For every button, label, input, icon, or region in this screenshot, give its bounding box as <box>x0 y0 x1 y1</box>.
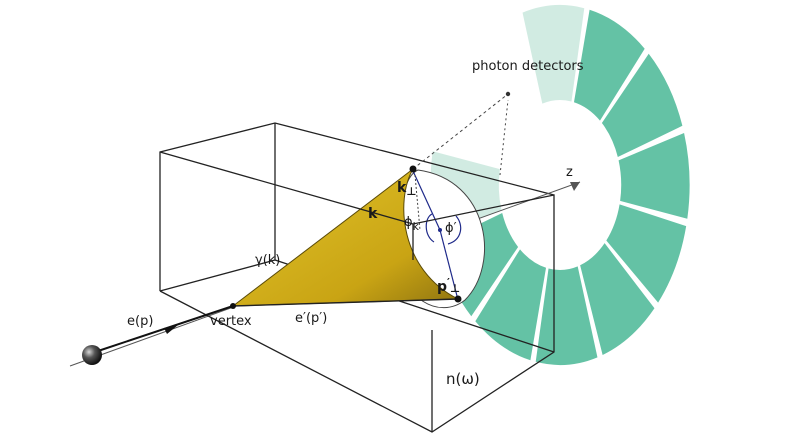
detector-segment <box>522 5 585 104</box>
radiator-box-front <box>159 151 555 433</box>
phi-prime-label: ϕ′ <box>445 221 457 236</box>
incoming-arrowhead <box>164 325 178 334</box>
detectors-label: photon detectors <box>472 59 584 74</box>
p-endpoint <box>454 295 462 303</box>
photon-track <box>412 93 509 170</box>
detector-segment <box>535 266 598 366</box>
k-perp-label: k⊥ <box>397 180 416 198</box>
k-vector-label: k <box>368 206 378 222</box>
detector-segment <box>606 204 687 303</box>
detector-segment <box>618 132 690 219</box>
p-perp-label: p′⊥ <box>437 276 460 295</box>
k-endpoint <box>409 165 417 173</box>
plane-center <box>438 228 442 232</box>
z-axis-arrowhead <box>570 182 580 191</box>
vertex-label: vertex <box>210 314 252 329</box>
detector-segment <box>573 9 645 121</box>
k-perp-guide <box>414 174 421 231</box>
e-p-label: e(p) <box>127 314 153 329</box>
e-prime-label: e′(p′) <box>295 311 327 326</box>
phi-k-label: ϕk <box>404 215 420 233</box>
plane-vectors <box>412 170 462 297</box>
detector-projection <box>499 99 509 176</box>
vertex-point <box>230 303 236 309</box>
sphere-icon <box>82 345 102 365</box>
cherenkov-cone <box>231 168 459 307</box>
gamma-k-label: γ(k) <box>255 253 280 268</box>
z-axis-label: z <box>566 165 573 180</box>
scattered-electron-track <box>232 298 459 307</box>
detector-segment <box>580 243 655 355</box>
incoming-electron-track <box>94 305 234 353</box>
n-omega-label: n(ω) <box>446 370 480 388</box>
detector-segment <box>601 53 683 158</box>
detector-hit-point <box>505 91 511 97</box>
